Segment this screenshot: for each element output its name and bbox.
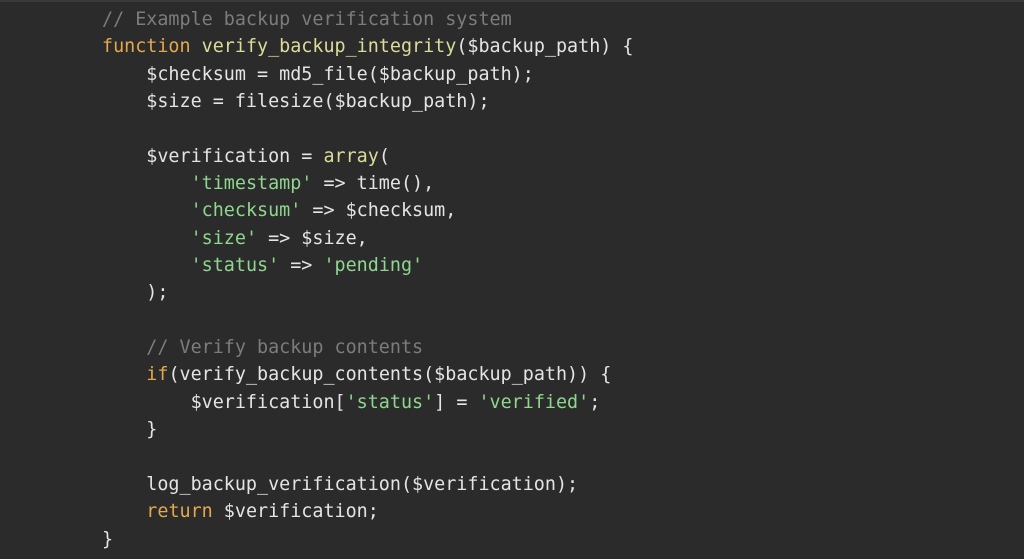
code-line — [102, 444, 633, 471]
code-token-keyword: function — [102, 36, 191, 58]
code-token-plain: (verify_backup_contents($backup_path)) { — [168, 364, 612, 386]
code-token-comment: // Example backup verification system — [102, 9, 512, 30]
code-line: $verification['status'] = 'verified'; — [102, 389, 633, 416]
code-token-plain: $size = filesize($backup_path); — [102, 91, 490, 113]
code-block: // Example backup verification system fun… — [102, 6, 633, 553]
code-token-keyword: if — [146, 364, 169, 386]
code-token-plain: => time(), — [312, 173, 435, 195]
code-token-plain — [102, 364, 146, 385]
code-token-plain — [102, 255, 191, 276]
code-line: if(verify_backup_contents($backup_path))… — [102, 361, 633, 388]
code-token-plain: } — [102, 528, 114, 550]
code-token-plain: $verification = — [102, 145, 324, 167]
code-token-plain: ); — [102, 282, 169, 304]
code-line: // Example backup verification system — [102, 6, 633, 33]
code-token-keyword: return — [146, 501, 213, 523]
code-token-plain: $verification[ — [102, 391, 346, 413]
code-token-plain: => — [279, 255, 324, 277]
code-line: function verify_backup_integrity($backup… — [102, 33, 633, 60]
code-line: ); — [102, 279, 633, 306]
code-token-string: 'verified' — [478, 391, 590, 413]
code-token-string: 'checksum' — [190, 200, 302, 222]
code-token-plain — [191, 36, 202, 57]
code-token-string: 'pending' — [323, 255, 424, 277]
code-token-func: verify_backup_integrity — [201, 36, 457, 58]
code-line: // Verify backup contents — [102, 334, 633, 361]
code-token-plain — [102, 228, 191, 249]
code-line: 'status' => 'pending' — [102, 252, 633, 279]
code-line: 'size' => $size, — [102, 225, 633, 252]
code-token-string: 'timestamp' — [190, 173, 313, 195]
code-line — [102, 115, 633, 142]
code-line: return $verification; — [102, 498, 633, 525]
top-border — [0, 0, 1024, 2]
code-token-string: 'status' — [345, 391, 435, 413]
code-token-plain: ( — [378, 145, 390, 167]
code-token-plain: ($backup_path) { — [456, 36, 634, 58]
code-line: } — [102, 526, 633, 553]
code-token-func: array — [323, 145, 379, 167]
code-line: 'checksum' => $checksum, — [102, 197, 633, 224]
code-token-comment: // Verify backup contents — [146, 337, 424, 359]
code-line: $checksum = md5_file($backup_path); — [102, 61, 633, 88]
code-token-plain: ; — [589, 391, 601, 413]
code-token-plain: => $checksum, — [301, 200, 457, 222]
code-token-plain — [102, 501, 146, 522]
code-token-plain — [102, 200, 191, 221]
code-line: log_backup_verification($verification); — [102, 471, 633, 498]
code-token-plain: $checksum = md5_file($backup_path); — [102, 63, 534, 85]
code-token-plain: } — [102, 419, 158, 441]
code-token-plain: $verification; — [212, 501, 379, 523]
code-line: $size = filesize($backup_path); — [102, 88, 633, 115]
code-token-plain: log_backup_verification($verification); — [102, 473, 579, 495]
code-token-plain: ] = — [434, 391, 479, 413]
code-line: 'timestamp' => time(), — [102, 170, 633, 197]
code-token-string: 'size' — [190, 227, 258, 249]
code-line: } — [102, 416, 633, 443]
code-token-plain: => $size, — [257, 227, 368, 249]
code-line: $verification = array( — [102, 143, 633, 170]
code-line — [102, 307, 633, 334]
code-token-plain — [102, 173, 191, 194]
code-token-plain — [102, 337, 146, 358]
code-token-string: 'status' — [190, 255, 280, 277]
